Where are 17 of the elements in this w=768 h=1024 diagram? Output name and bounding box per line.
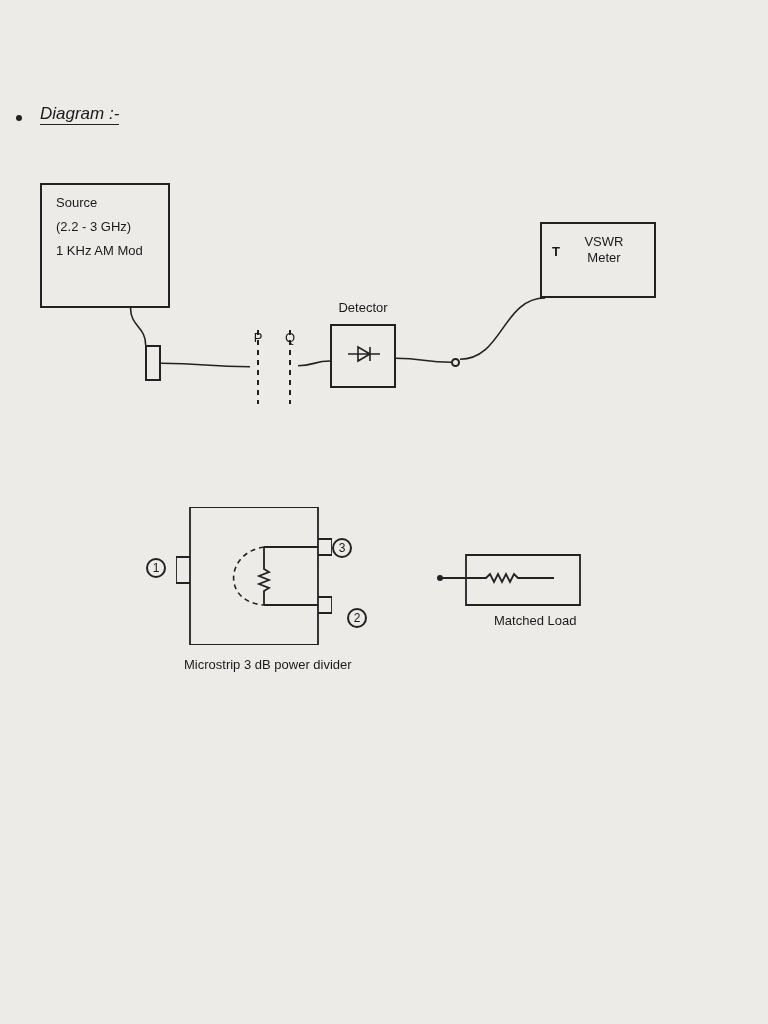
meter-box: T VSWR Meter: [540, 222, 656, 298]
wire: [297, 360, 331, 367]
port-number: 2: [347, 608, 367, 628]
port-number: 3: [332, 538, 352, 558]
detector-label: Detector: [337, 300, 389, 317]
source-box: Source (2.2 - 3 GHz) 1 KHz AM Mod: [40, 183, 170, 308]
wire: [160, 362, 251, 368]
wire: [129, 307, 147, 346]
resistor-symbol: [145, 345, 161, 381]
port-number: 1: [146, 558, 166, 578]
divider-label: Microstrip 3 dB power divider: [184, 656, 353, 674]
load-label: Matched Load: [494, 613, 578, 629]
probe-terminal: Q: [282, 330, 298, 404]
title: Diagram :-: [40, 104, 120, 125]
terminal-dot: [451, 358, 460, 367]
wire: [459, 297, 546, 361]
wire: [395, 357, 452, 363]
